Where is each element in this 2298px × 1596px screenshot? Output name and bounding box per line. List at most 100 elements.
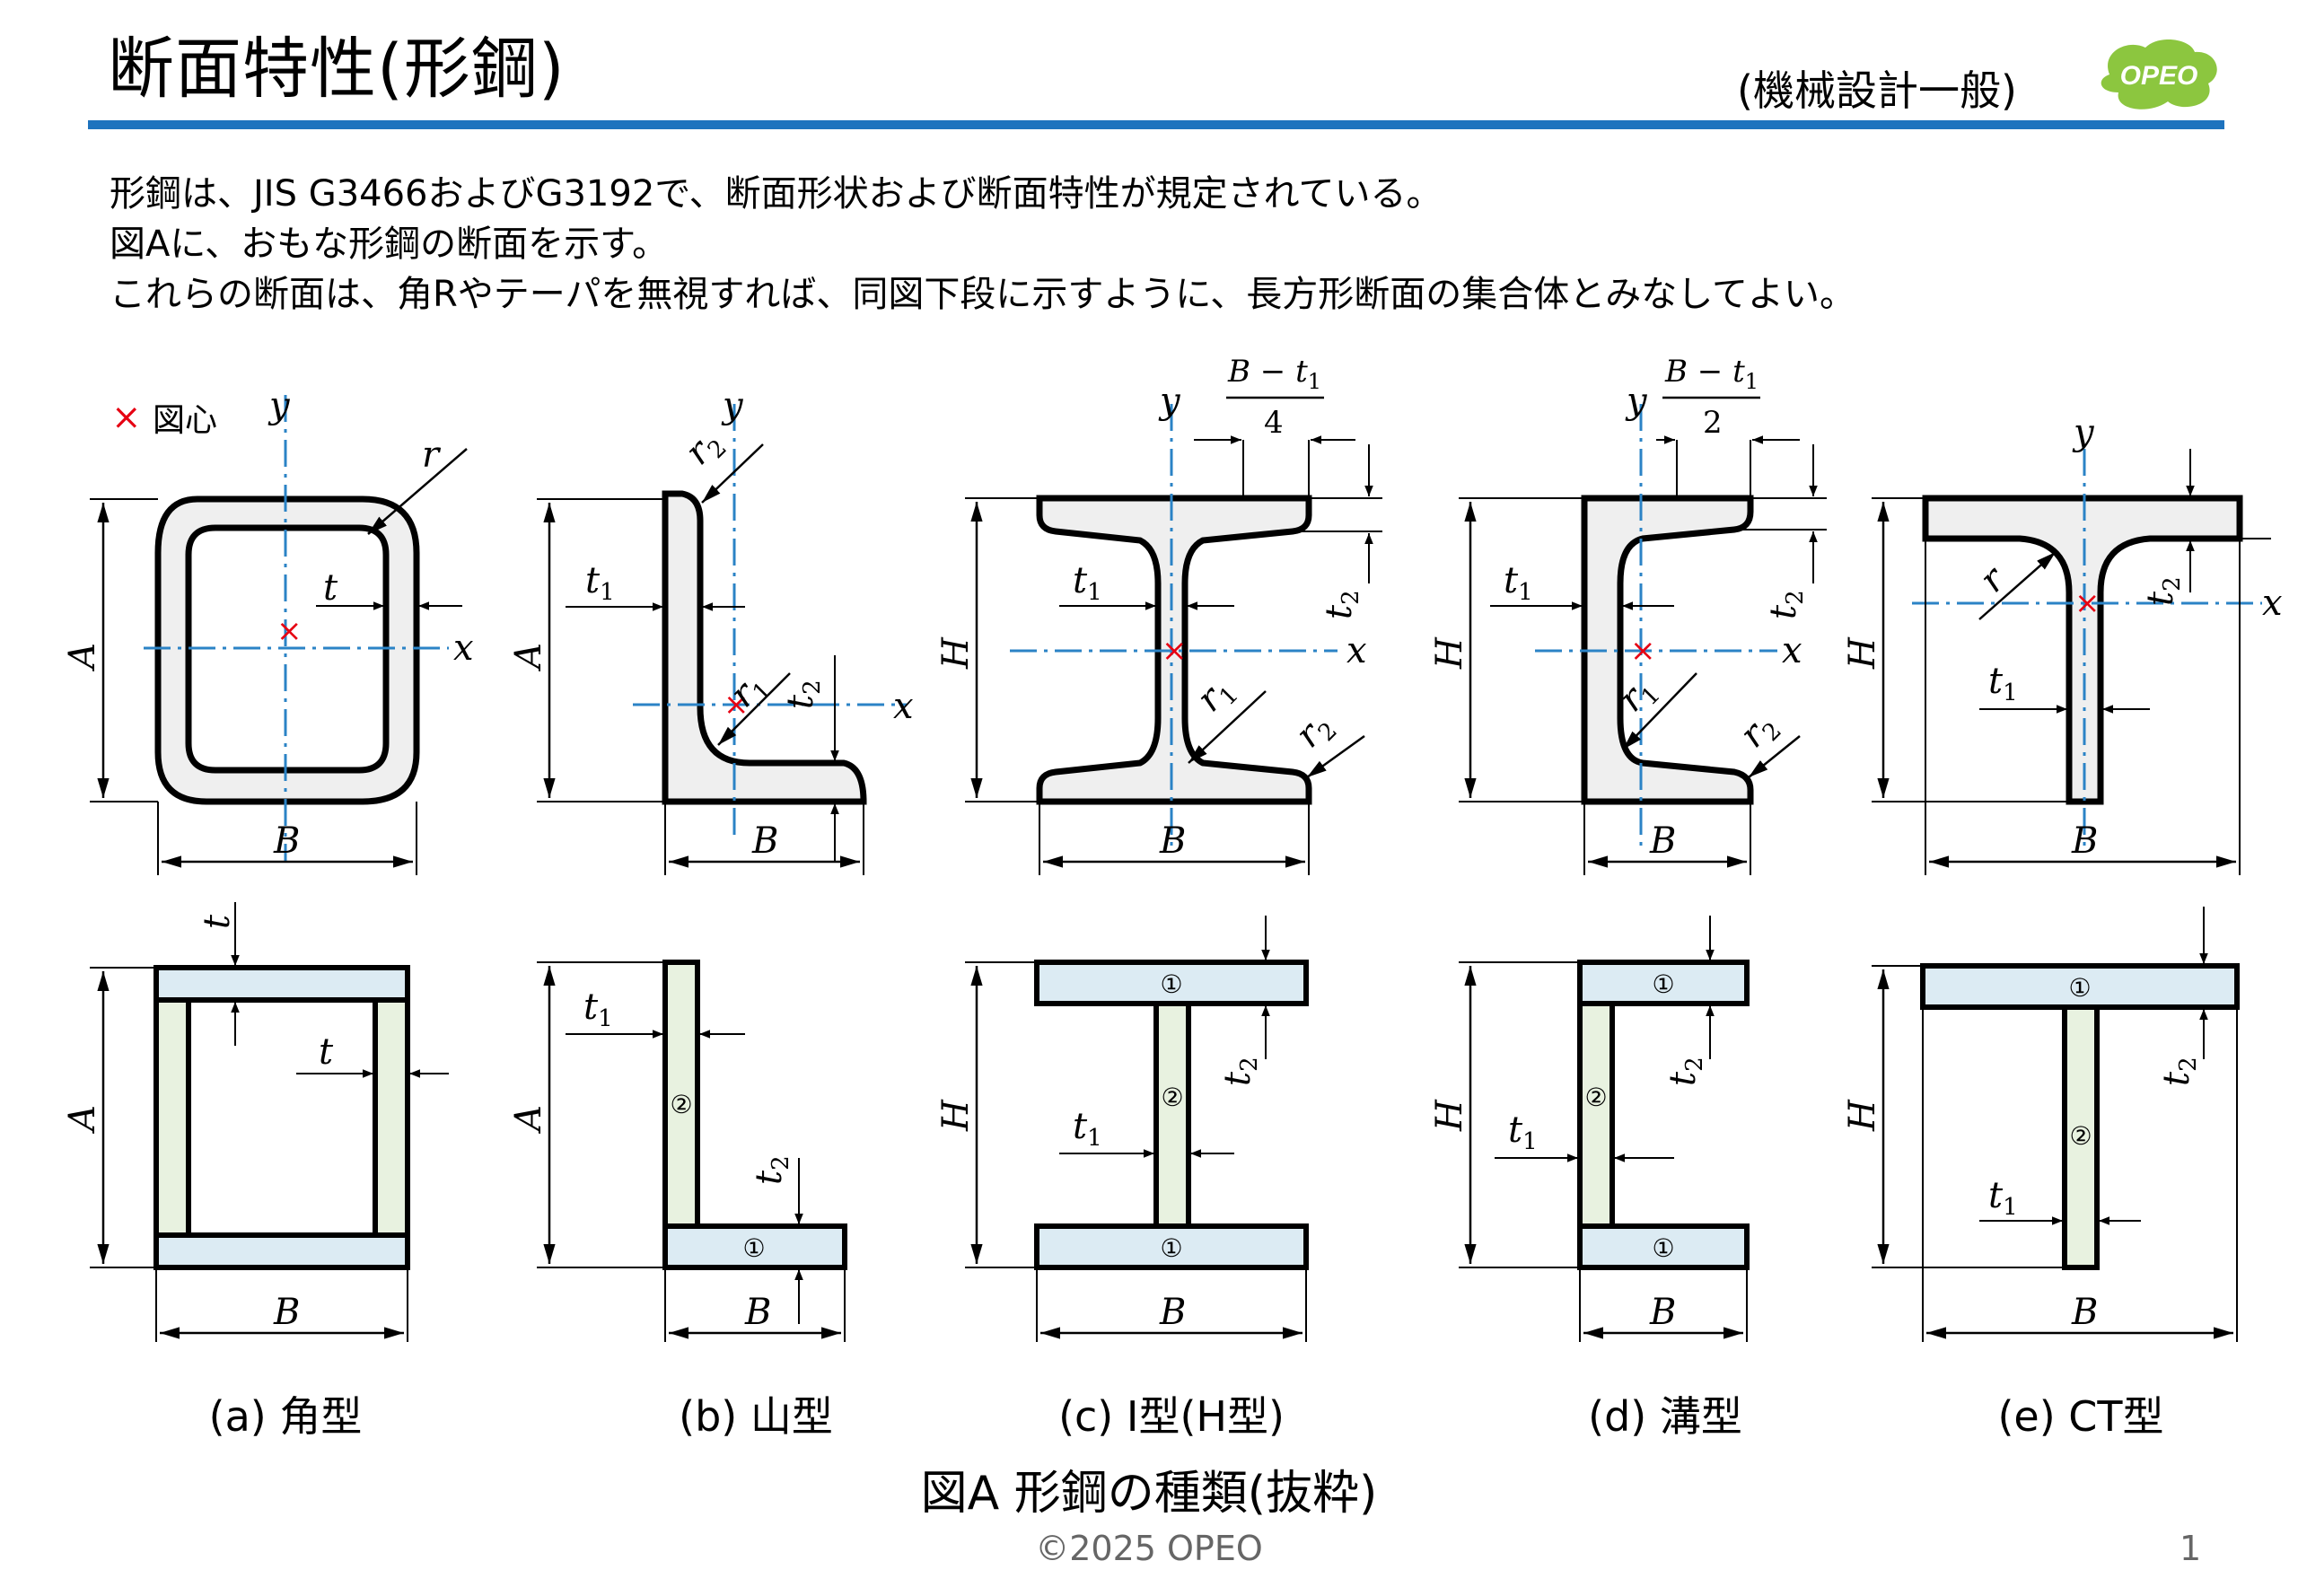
page-number: 1 [2180,1529,2202,1568]
dim-t-a2-side: t [319,1031,334,1073]
c-label-2: ② [1161,1083,1183,1112]
a-bottom-flange [153,1232,410,1270]
dim-B-c2: B [1159,1292,1186,1333]
y-axis-label-b: y [721,385,744,426]
c-web [1153,1001,1191,1229]
dim-t1-e2: t1 [1988,1175,2018,1221]
e-flange [1920,963,2240,1010]
title-rule [88,120,2224,129]
a-left-web [153,997,191,1238]
dim-t1-c: t1 [1073,560,1102,606]
dim-t2-d2: t2 [1662,1057,1708,1086]
dim-t-a2-top: t [197,914,238,929]
centroid-d: × [1630,633,1656,669]
x-axis-label-b: x [893,686,914,727]
section-a-outer [154,495,420,805]
dim-t-a: t [323,567,338,609]
section-e-outline [1922,495,2243,805]
section-a-bottom: A B t t [62,902,449,1342]
frac-num-d: B − t1 [1664,354,1759,394]
a-right-web [373,997,410,1238]
c-top-flange [1034,960,1309,1006]
frac-num-c: B − t1 [1227,354,1321,394]
dim-B-e2: B [2071,1292,2098,1333]
section-d-label: (d) 溝型 [1588,1392,1742,1441]
dim-B-e: B [2071,820,2098,862]
dim-r2-c: r2 [1288,704,1343,759]
d-label-1-bottom: ① [1652,1233,1674,1263]
dim-B-b: B [751,820,778,862]
logo-text: OPEO [2120,61,2198,91]
c-bottom-flange [1034,1223,1309,1270]
section-e-label: (e) CT型 [1997,1392,2164,1441]
section-b-bottom: ② ① A B t1 t2 [508,960,847,1342]
section-b-label: (b) 山型 [679,1392,833,1441]
dim-r2-d: r2 [1732,704,1787,759]
dim-t2-c: t2 [1319,590,1364,619]
frac-den-c: 4 [1264,405,1284,441]
y-axis-label-d: y [1625,381,1648,422]
dim-t2-d: t2 [1763,590,1809,619]
x-axis-label-d: x [1782,630,1802,671]
dim-A-a2: A [62,1105,103,1135]
section-c-top: × y x B − t1 4 H B t1 t2 r1 r2 [935,354,1382,875]
opeo-logo: OPEO [2101,39,2217,110]
e-web [2062,1004,2100,1270]
x-axis-label-c: x [1346,630,1367,671]
b-label-2: ② [670,1090,692,1119]
e-label-1: ① [2068,973,2091,1003]
y-axis-label-a: y [268,385,291,426]
dim-t2-e2: t2 [2156,1057,2202,1086]
legend-label: 図心 [153,402,217,439]
dim-t2-b2: t2 [749,1155,794,1185]
section-b-outline [662,490,867,805]
dim-r2-b: r2 [678,421,732,476]
dim-B-a2: B [273,1292,300,1333]
dim-t1-d2: t1 [1508,1109,1538,1155]
d-web [1577,1001,1615,1229]
b-label-1: ① [742,1233,765,1263]
y-axis-label-e: y [2072,412,2095,453]
section-c-bottom: ① ② ① H B t1 t2 [935,916,1309,1342]
d-top-flange [1577,960,1750,1006]
x-axis-label-e: x [2262,583,2283,624]
category-label: (機械設計一般) [1737,66,2017,115]
dim-A-b2: A [508,1105,549,1135]
centroid-e: × [2074,585,2101,621]
section-e-top: × y x H B t1 t2 r [1842,412,2283,875]
frac-den-d: 2 [1703,405,1723,441]
section-c-label: (c) I型(H型) [1058,1392,1285,1441]
dim-t2-c2: t2 [1217,1057,1263,1086]
legend-x-mark: × [111,397,142,438]
dim-H-d2: H [1429,1099,1470,1132]
dim-t1-e: t1 [1988,661,2018,706]
centroid-a: × [276,613,303,649]
a-top-flange [153,965,410,1003]
d-label-1-top: ① [1652,969,1674,999]
dim-t1-d: t1 [1504,560,1533,606]
x-axis-label-a: x [453,627,474,669]
intro-line-2: 図Aに、おもな形鋼の断面を示す。 [110,224,669,265]
b-flange [662,1223,847,1270]
section-b-top: × y x A B t1 t2 r2 r1 [508,385,914,875]
dim-H-c: H [935,636,977,670]
centroid-legend: × 図心 [111,397,217,439]
dim-H-e: H [1842,636,1883,670]
dim-t1-b2: t1 [583,987,613,1032]
section-a-top: × y x A B t r [62,385,474,875]
dim-t2-e: t2 [2140,576,2186,606]
intro-line-3: これらの断面は、角Rやテーパを無視すれば、同図下段に示すように、長方形断面の集合… [110,274,1855,315]
d-label-2: ② [1584,1083,1607,1112]
section-d-bottom: ① ② ① H B t1 t2 [1429,916,1750,1342]
c-label-1-top: ① [1160,969,1182,999]
c-label-1-bottom: ① [1160,1233,1182,1263]
dim-B-b2: B [744,1292,771,1333]
centroid-c: × [1162,633,1188,669]
dim-t1-c2: t1 [1073,1106,1102,1152]
centroid-b: × [724,687,750,723]
dim-B-d: B [1649,820,1676,862]
section-a-label: (a) 角型 [208,1392,363,1441]
y-axis-label-c: y [1158,381,1181,422]
dim-r-a: r [422,434,442,476]
